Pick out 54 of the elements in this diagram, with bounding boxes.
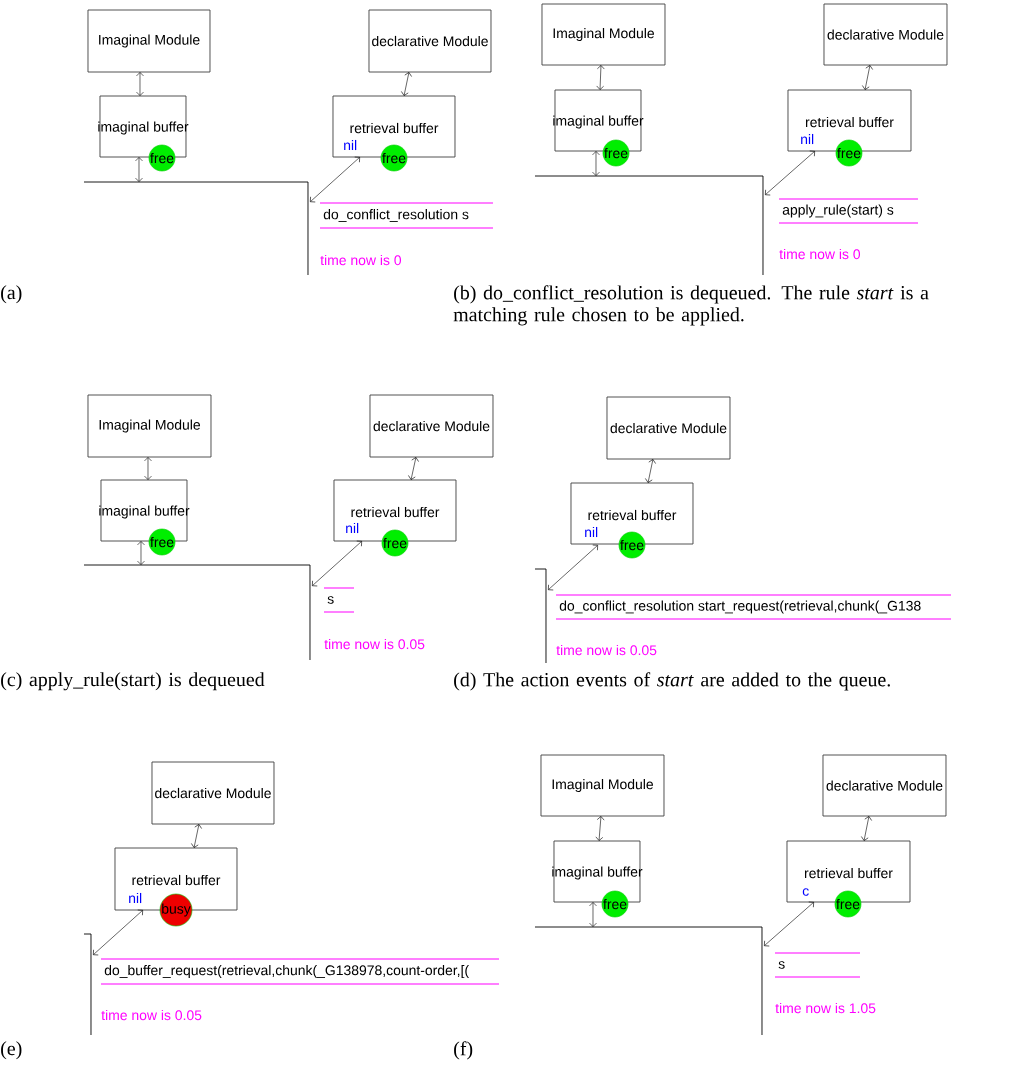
procedural-bracket — [534, 926, 763, 1036]
time-label: time now is 0 — [320, 254, 402, 266]
arrow — [861, 816, 872, 841]
arrow — [137, 541, 145, 565]
procedural-bracket — [534, 175, 764, 276]
time-label: time now is 0 — [779, 248, 861, 260]
procedural-bracket — [83, 564, 311, 661]
module-box: declarative Module — [368, 9, 492, 73]
arrow — [592, 151, 600, 176]
module-box: declarative Module — [606, 396, 731, 460]
module-box: Imaginal Module — [541, 3, 666, 66]
arrow — [135, 157, 143, 182]
arrow — [596, 65, 605, 90]
caption: (d) The action events of start are added to the queue. — [454, 672, 890, 691]
arrow — [595, 816, 605, 841]
arrow — [93, 909, 143, 956]
time-label: time now is 0.05 — [556, 644, 657, 656]
arrow — [862, 65, 873, 90]
caption: (a) — [1, 285, 22, 304]
caption: (e) — [1, 1041, 22, 1060]
queue-strip: apply_rule(start) s — [778, 198, 919, 224]
procedural-bracket — [534, 568, 547, 664]
time-label: time now is 1.05 — [775, 1002, 876, 1014]
caption: (b) do_conflict_resolution is dequeued. The rule start is a matching rule chosen to be applied. — [453, 285, 929, 326]
arrow — [191, 824, 202, 848]
queue-strip: do_conflict_resolution start_request(retrieval,chunk(_G138 — [555, 594, 952, 620]
module-box: declarative Module — [822, 754, 947, 817]
module-box: Imaginal Module — [87, 9, 211, 73]
caption: (f) — [454, 1041, 473, 1060]
module-box: declarative Module — [823, 3, 948, 66]
arrow — [765, 150, 815, 196]
time-label: time now is 0.05 — [324, 638, 425, 650]
arrow — [144, 457, 152, 480]
arrow — [312, 540, 362, 587]
arrow — [310, 156, 360, 203]
module-box: declarative Module — [369, 394, 494, 458]
module-box: declarative Module — [151, 761, 275, 825]
arrow — [401, 72, 412, 96]
arrow — [408, 457, 419, 480]
caption: (c) apply_rule(start) is dequeued — [1, 672, 265, 691]
arrow — [645, 459, 656, 483]
arrow — [136, 72, 144, 96]
queue-strip: s — [323, 587, 355, 613]
queue-strip: s — [774, 952, 861, 978]
arrow — [589, 902, 597, 927]
time-label: time now is 0.05 — [101, 1009, 202, 1021]
queue-strip: do_buffer_request(retrieval,chunk(_G138978,count-order,[( — [100, 958, 500, 985]
arrow — [548, 544, 598, 591]
module-box: Imaginal Module — [540, 754, 665, 817]
procedural-bracket — [83, 933, 92, 1036]
procedural-bracket — [83, 181, 309, 276]
queue-strip: do_conflict_resolution s — [319, 202, 494, 229]
arrow — [764, 901, 814, 947]
module-box: Imaginal Module — [87, 394, 212, 458]
